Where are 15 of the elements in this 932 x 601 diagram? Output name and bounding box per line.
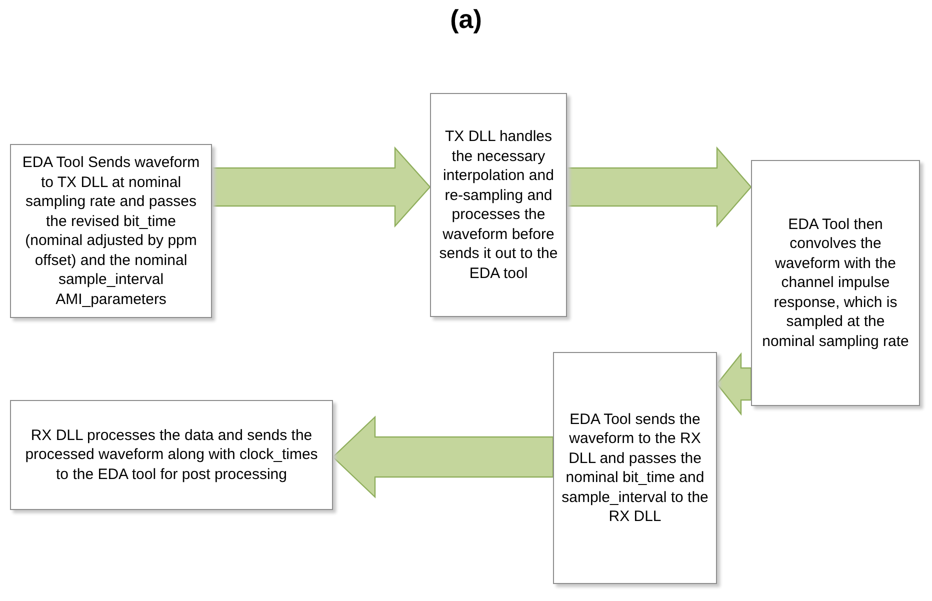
block-arrow [211, 146, 431, 228]
process-box [553, 352, 717, 584]
process-box [751, 160, 920, 406]
block-arrow [332, 416, 554, 498]
box-text: TX DLL handles the necessary interpolation and re-sampling and processes the waveform before sends it out to the EDA tool [438, 127, 559, 283]
block-arrow [716, 352, 752, 416]
box-text: RX DLL processes the data and sends the processed waveform along with clock_times to the EDA tool for post processing [24, 426, 319, 484]
process-box [10, 144, 212, 318]
block-arrow [566, 146, 752, 228]
process-box [430, 93, 567, 317]
process-box [10, 400, 333, 510]
box-text: EDA Tool then convolves the waveform with the channel impulse response, which is sampled at the nominal sampling rate [761, 214, 910, 352]
diagram-title: (a) [450, 4, 482, 35]
box-text: EDA Tool Sends waveform to TX DLL at nominal sampling rate and passes the revised bit_time (nominal adjusted by ppm offset) and the nominal sample_interval AMI_parameters [21, 153, 201, 309]
box-text: EDA Tool sends the waveform to the RX DLL and passes the nominal bit_time and sample_interval to the RX DLL [560, 410, 710, 526]
